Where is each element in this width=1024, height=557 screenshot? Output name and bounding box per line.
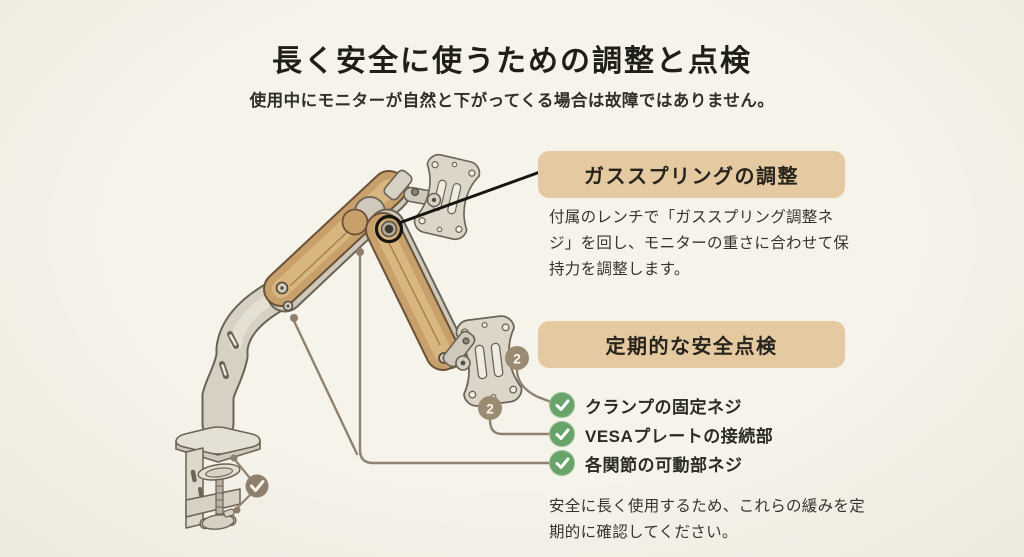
inspection-item-clamp: クランプの固定ネジ [549,392,742,418]
gas-spring-body: 付属のレンチで「ガススプリング調整ネジ」を回し、モニターの重さに合わせて保持力を… [549,209,850,278]
inspection-note: 安全に長く使用するため、これらの緩みを定期的に確認してください。 [549,498,866,541]
inspection-item-label: VESAプレートの接続部 [585,426,774,446]
gas-spring-heading: ガススプリングの調整 [584,166,799,188]
arm-base-segment [201,279,293,441]
callout-connector-lines [234,254,553,509]
desk-clamp [175,426,261,530]
gas-spring-panel: ガススプリングの調整 [538,151,845,198]
vesa-count-badge-top-label: 2 [513,352,521,367]
check-icon [555,399,569,411]
vesa-plate-top [411,151,483,243]
vesa-count-badge-bottom: 2 [478,396,502,420]
check-icon [250,480,265,492]
inspection-item-label: クランプの固定ネジ [585,397,742,417]
arm-forearm-segment [365,208,467,371]
vesa-bracket-bottom [442,330,476,371]
page-subtitle: 使用中にモニターが自然と下がってくる場合は故障ではありません。 [249,92,775,110]
page-title: 長く安全に使うための調整と点検 [272,45,752,78]
check-icon [555,457,569,469]
callout-anchor-dots [230,248,364,514]
check-badge [549,392,575,418]
inspection-item-vesa: VESAプレートの接続部 [549,421,773,447]
inspection-item-label: 各関節の可動部ネジ [585,455,743,475]
clamp-check-badge [245,474,269,498]
inspection-panel: 定期的な安全点検 [538,321,845,368]
check-badge [549,421,575,447]
vesa-count-badge-top: 2 [505,346,529,370]
gas-screw-callout [374,170,541,244]
inspection-item-joints: 各関節の可動部ネジ [549,450,743,476]
vesa-count-badge-bottom-label: 2 [486,402,494,417]
inspection-heading: 定期的な安全点検 [605,336,778,358]
check-icon [555,428,569,440]
check-badge [549,450,575,476]
